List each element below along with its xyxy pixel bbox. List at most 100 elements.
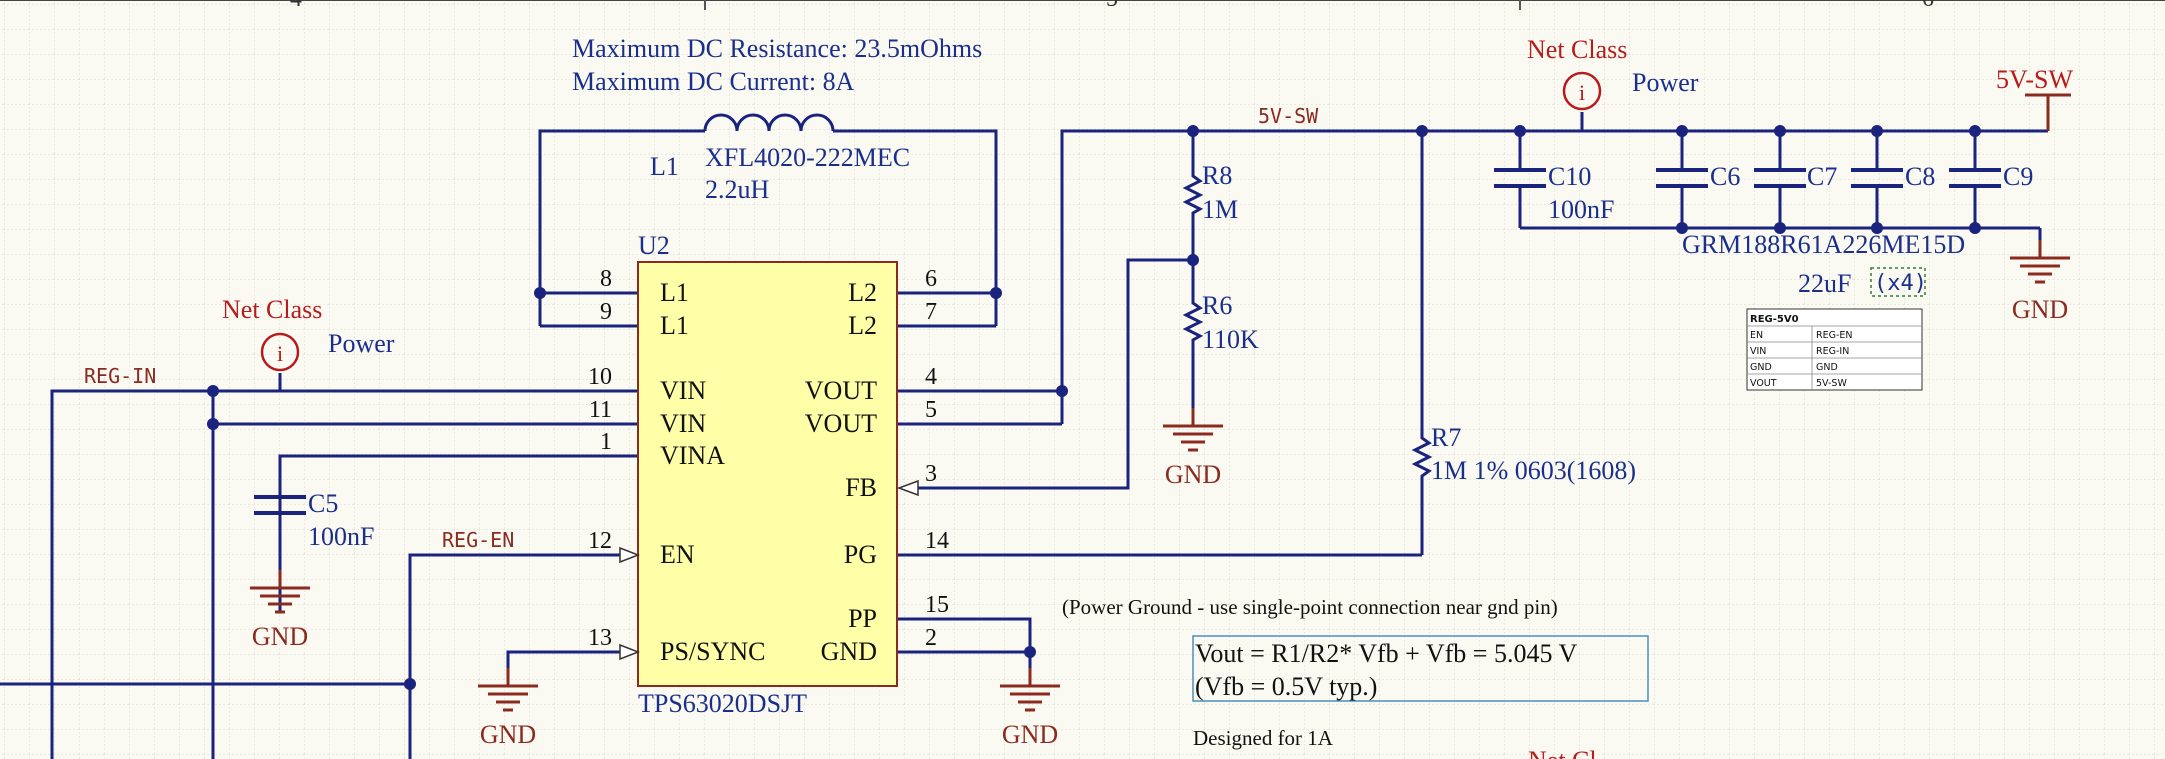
cut-off-label: Net Cl <box>1528 746 1597 759</box>
resistor-r6[interactable]: R6 110K <box>1182 291 1259 354</box>
ic-designator: U2 <box>638 231 670 260</box>
formula-box <box>1192 635 1649 702</box>
sheet-table-net: REG-IN <box>1816 346 1849 357</box>
r7-designator: R7 <box>1431 423 1461 452</box>
ic-pin-number: 7 <box>925 299 937 325</box>
ic-pin-name: VINA <box>660 441 725 470</box>
ic-pin-number: 14 <box>925 528 949 554</box>
zone-label-middle: 5 <box>1106 0 1118 12</box>
net-label-reg-in[interactable]: REG-IN <box>84 364 156 388</box>
capacitor-c7[interactable]: C7 <box>1754 162 1837 191</box>
bulk-cap-part: GRM188R61A226ME15D <box>1682 230 1965 259</box>
sheet-table-title: REG-5V0 <box>1750 314 1799 325</box>
c7-designator: C7 <box>1807 162 1837 191</box>
power-port-label: 5V-SW <box>1996 65 2074 94</box>
note-designed-for: Designed for 1A <box>1193 726 1334 750</box>
bulk-cap-count-box <box>1870 267 1926 297</box>
ic-pin-number: 3 <box>925 461 937 487</box>
inductor-part: XFL4020-222MEC <box>705 143 910 172</box>
ic-pin-number: 10 <box>588 364 612 390</box>
ic-pin-name: VOUT <box>805 409 877 438</box>
netclass-right-name: Power <box>1632 68 1699 97</box>
net-label-5v-sw[interactable]: 5V-SW <box>1258 104 1319 128</box>
ic-pin-number: 9 <box>600 299 612 325</box>
gnd-symbol-pssync[interactable]: GND <box>476 666 540 749</box>
power-port-5v-sw[interactable]: 5V-SW <box>1996 65 2074 131</box>
ic-pin-number: 13 <box>588 625 612 651</box>
ic-pin-name: L1 <box>660 278 689 307</box>
ic-pin-name: EN <box>660 540 695 569</box>
netclass-directive-right[interactable]: Net Class i Power <box>1527 35 1699 111</box>
zone-header: 4 5 6 <box>0 0 2165 12</box>
ic-pin-number: 4 <box>925 364 937 390</box>
r6-value: 110K <box>1202 325 1259 354</box>
resistor-r8[interactable]: R8 1M <box>1182 161 1238 224</box>
info-icon: i <box>277 341 283 366</box>
capacitor-c8[interactable]: C8 <box>1851 162 1935 191</box>
net-label-reg-en[interactable]: REG-EN <box>442 528 514 552</box>
capacitor-c5[interactable]: C5 100nF <box>254 489 374 551</box>
gnd-label: GND <box>1165 460 1221 489</box>
r6-designator: R6 <box>1202 291 1232 320</box>
gnd-symbol-ic[interactable]: GND <box>998 666 1062 749</box>
inductor-note-resistance: Maximum DC Resistance: 23.5mOhms <box>572 34 982 63</box>
ic-pin-number: 1 <box>600 429 612 455</box>
sheet-table-net: REG-EN <box>1816 330 1853 341</box>
capacitor-c10[interactable]: C10 100nF <box>1494 162 1614 224</box>
r8-designator: R8 <box>1202 161 1232 190</box>
note-power-ground: (Power Ground - use single-point connect… <box>1062 595 1558 619</box>
inductor-designator: L1 <box>650 152 679 181</box>
ic-pin-name: L2 <box>848 278 877 307</box>
capacitor-c9[interactable]: C9 <box>1949 162 2033 191</box>
r8-value: 1M <box>1202 195 1238 224</box>
c5-designator: C5 <box>308 489 338 518</box>
inductor-value: 2.2uH <box>705 175 770 204</box>
inductor-l1[interactable]: L1 XFL4020-222MEC 2.2uH <box>650 113 910 204</box>
netclass-directive-left[interactable]: Net Class i Power <box>222 295 395 372</box>
ic-pin-name: FB <box>845 473 877 502</box>
zone-label-right: 6 <box>1922 0 1934 12</box>
ic-pin-name: L2 <box>848 311 877 340</box>
sheet-table-net: 5V-SW <box>1816 378 1847 389</box>
netclass-left-title: Net Class <box>222 295 322 324</box>
gnd-label: GND <box>480 720 536 749</box>
resistor-r7[interactable]: R7 1M 1% 0603(1608) <box>1411 423 1636 485</box>
gnd-symbol-c5[interactable]: GND <box>248 568 312 651</box>
sheet-table-pin: GND <box>1750 362 1772 373</box>
gnd-label: GND <box>2012 295 2068 324</box>
ic-pin-name: VIN <box>660 409 706 438</box>
ic-pin-number: 12 <box>588 528 612 554</box>
bulk-cap-count: (x4) <box>1874 271 1927 296</box>
sheet-table-net: GND <box>1816 362 1838 373</box>
info-icon: i <box>1579 80 1585 105</box>
wires <box>0 112 2048 759</box>
c10-designator: C10 <box>1548 162 1591 191</box>
ic-pin-name: GND <box>821 637 877 666</box>
ic-pin-number: 5 <box>925 397 937 423</box>
netclass-right-title: Net Class <box>1527 35 1627 64</box>
c6-designator: C6 <box>1710 162 1740 191</box>
c8-designator: C8 <box>1905 162 1935 191</box>
ic-part: TPS63020DSJT <box>638 689 807 718</box>
r7-value: 1M 1% 0603(1608) <box>1431 456 1636 485</box>
input-arrows <box>619 479 919 661</box>
c5-value: 100nF <box>308 522 374 551</box>
gnd-symbol-caps[interactable]: GND <box>2008 238 2072 324</box>
ic-pin-name: PP <box>848 604 877 633</box>
ic-pin-number: 11 <box>589 397 612 423</box>
ic-pin-name: L1 <box>660 311 689 340</box>
capacitor-c6[interactable]: C6 <box>1656 162 1740 191</box>
ic-pin-number: 8 <box>600 266 612 292</box>
bulk-cap-value: 22uF <box>1798 269 1851 298</box>
netclass-left-name: Power <box>328 329 395 358</box>
gnd-label: GND <box>1002 720 1058 749</box>
inductor-note-current: Maximum DC Current: 8A <box>572 67 855 96</box>
gnd-symbol-r6[interactable]: GND <box>1161 406 1225 489</box>
gnd-label: GND <box>252 622 308 651</box>
zone-label-left: 4 <box>290 0 302 12</box>
